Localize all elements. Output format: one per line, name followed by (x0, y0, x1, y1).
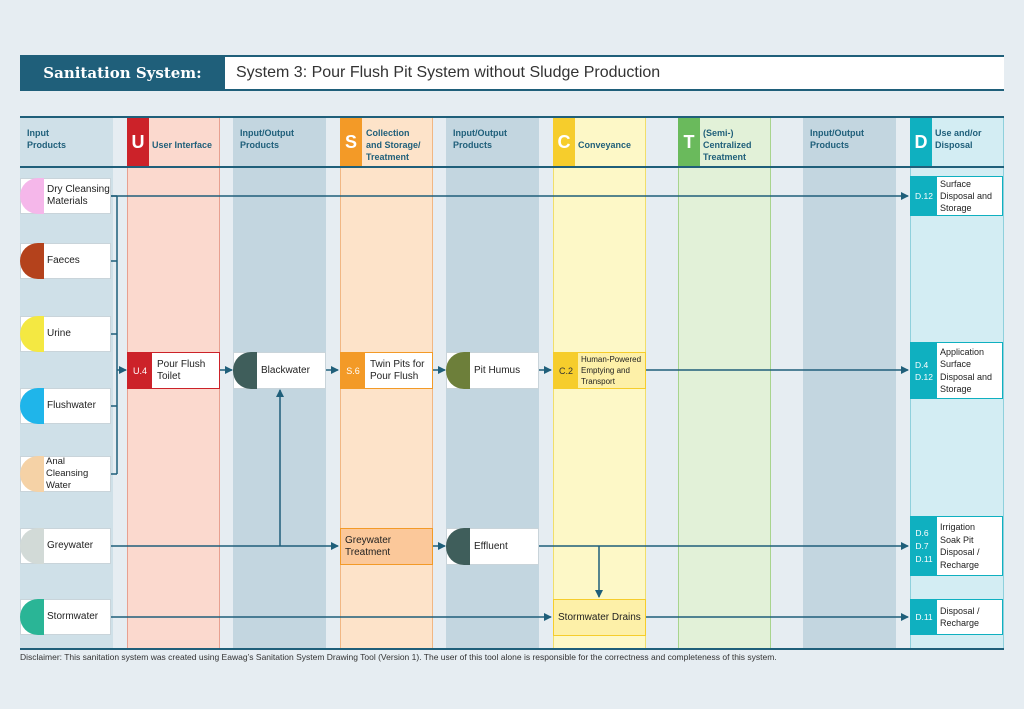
header-collection-storage: Collection and Storage/ Treatment (366, 128, 421, 162)
input-marker (20, 456, 44, 492)
input-label: Anal Cleansing Water (46, 456, 89, 491)
product-label: Effluent (474, 540, 508, 552)
disposal-label: Disposal / Recharge (940, 606, 980, 628)
input-label: Greywater (47, 540, 94, 551)
tech-label: Stormwater Drains (558, 611, 641, 623)
product-marker (446, 352, 470, 389)
header-top-rule (20, 116, 1004, 118)
input-marker (20, 316, 44, 352)
sanitation-system-label: Sanitation System: (20, 55, 225, 91)
product-marker (233, 352, 257, 389)
header-io-1: Input/Output Products (240, 128, 294, 150)
product-label: Pit Humus (474, 364, 521, 376)
input-marker (20, 388, 44, 424)
input-marker (20, 599, 44, 635)
header-conveyance: Conveyance (578, 140, 632, 150)
product-blackwater: Blackwater (233, 352, 326, 389)
input-label: Dry Cleansing Materials (47, 184, 110, 207)
header-t-badge: T (678, 118, 700, 166)
tech-code: U.4 (128, 353, 152, 388)
disposal-codes: D.11 (911, 600, 937, 634)
tech-label: Human-Powered Emptying and Transport (581, 355, 642, 386)
input-marker (20, 178, 44, 214)
input-label: Faeces (47, 255, 80, 266)
tech-code: S.6 (341, 353, 365, 388)
tech-c2-human-powered-emptying: C.2 Human-Powered Emptying and Transport (553, 352, 646, 389)
header-input-products: Input Products (27, 128, 67, 150)
input-label: Urine (47, 328, 71, 339)
product-label: Blackwater (261, 364, 310, 376)
header-d-badge: D (910, 118, 932, 166)
product-marker (446, 528, 470, 565)
tech-greywater-treatment: Greywater Treatment (340, 528, 433, 565)
tech-code: C.2 (554, 353, 578, 388)
tech-u4-pour-flush-toilet: U.4 Pour Flush Toilet (127, 352, 220, 389)
header-centralized-treatment: (Semi-) Centralized Treatment (703, 128, 752, 162)
input-label: Stormwater (47, 611, 99, 622)
footer-rule (20, 648, 1004, 650)
header-u-badge: U (127, 118, 149, 166)
input-stormwater: Stormwater (20, 599, 111, 635)
header-use-disposal: Use and/or Disposal (935, 128, 982, 150)
input-flushwater: Flushwater (20, 388, 111, 424)
header-s-badge: S (340, 118, 362, 166)
input-anal-cleansing-water: Anal Cleansing Water (20, 456, 111, 492)
disposal-d12-surface: D.12 Surface Disposal and Storage (910, 176, 1003, 216)
disposal-codes: D.6 D.7 D.11 (911, 517, 937, 575)
tech-stormwater-drains: Stormwater Drains (553, 599, 646, 636)
input-urine: Urine (20, 316, 111, 352)
disposal-d6-d7-d11-irrigation: D.6 D.7 D.11 Irrigation Soak Pit Disposa… (910, 516, 1003, 576)
header-io-3: Input/Output Products (810, 128, 864, 150)
product-effluent: Effluent (446, 528, 539, 565)
header-c-badge: C (553, 118, 575, 166)
header-io-2: Input/Output Products (453, 128, 507, 150)
disclaimer-text: Disclaimer: This sanitation system was c… (20, 652, 777, 662)
disposal-d4-d12-application: D.4 D.12 Application Surface Disposal an… (910, 342, 1003, 399)
header-user-interface: User Interface (152, 140, 213, 150)
input-marker (20, 243, 44, 279)
disposal-codes: D.4 D.12 (911, 343, 937, 398)
column-centralized-treatment (678, 118, 771, 648)
input-label: Flushwater (47, 400, 96, 411)
disposal-codes: D.12 (911, 177, 937, 215)
disposal-d11-recharge: D.11 Disposal / Recharge (910, 599, 1003, 635)
tech-label: Greywater Treatment (345, 534, 392, 558)
header-bottom-rule (20, 166, 1004, 168)
input-dry-cleansing: Dry Cleansing Materials (20, 178, 111, 214)
column-io-3 (803, 118, 896, 648)
tech-label: Pour Flush Toilet (157, 358, 206, 382)
input-greywater: Greywater (20, 528, 111, 564)
disposal-label: Surface Disposal and Storage (940, 179, 993, 213)
disposal-label: Application Surface Disposal and Storage (940, 346, 993, 395)
input-marker (20, 528, 44, 564)
system-title: System 3: Pour Flush Pit System without … (225, 55, 1004, 91)
product-pit-humus: Pit Humus (446, 352, 539, 389)
tech-s6-twin-pits: S.6 Twin Pits for Pour Flush (340, 352, 433, 389)
tech-label: Twin Pits for Pour Flush (370, 358, 425, 382)
input-faeces: Faeces (20, 243, 111, 279)
disposal-label: Irrigation Soak Pit Disposal / Recharge (940, 522, 980, 570)
